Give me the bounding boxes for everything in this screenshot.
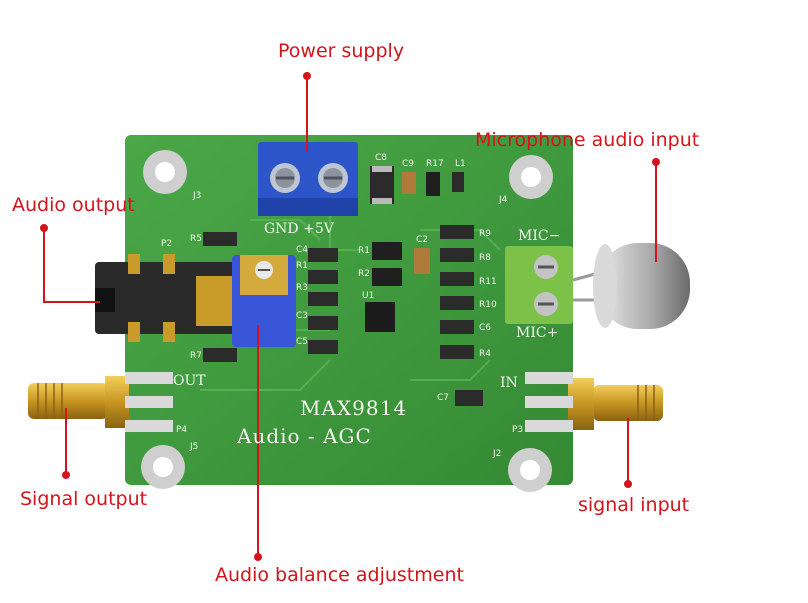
silk-r2: R2 <box>358 269 370 279</box>
max9814-ic <box>365 302 395 332</box>
silk-out: OUT <box>173 373 206 389</box>
silk-c3: C3 <box>296 311 309 321</box>
mounting-hole-j3 <box>143 150 187 194</box>
silk-j3: J3 <box>193 191 202 201</box>
silk-l1: L1 <box>455 159 466 169</box>
sma-connector-out <box>28 372 173 432</box>
silk-r4: R4 <box>479 349 491 359</box>
mounting-hole-j4 <box>509 155 553 199</box>
silk-j2: J2 <box>493 449 502 459</box>
callout-signal-input: signal input <box>578 494 690 516</box>
silk-p2: P2 <box>161 239 173 249</box>
microphone-capsule <box>572 243 690 329</box>
silk-c6: C6 <box>479 323 492 333</box>
silk-u1: U1 <box>362 291 375 301</box>
silk-c4: C4 <box>296 245 309 255</box>
silk-r1: R1 <box>296 261 308 271</box>
power-screw-terminal <box>258 142 358 216</box>
potentiometer <box>232 255 296 347</box>
silk-r5: R5 <box>190 234 202 244</box>
mounting-hole-j2 <box>508 448 552 492</box>
silk-in: IN <box>500 375 518 391</box>
silk-r10: R10 <box>479 300 497 310</box>
silk-r8: R8 <box>479 253 491 263</box>
silk-r3: R3 <box>296 283 308 293</box>
silk-r1b: R1 <box>358 246 370 256</box>
callout-microphone-audio-input: Microphone audio input <box>475 129 700 151</box>
silk-j5: J5 <box>190 442 199 452</box>
mic-screw-terminal <box>505 246 573 324</box>
callout-lines <box>43 72 657 560</box>
silk-chip-name: MAX9814 <box>300 396 408 420</box>
silk-c7: C7 <box>437 393 450 403</box>
silk-mic-plus: MIC+ <box>516 325 559 341</box>
silk-r7: R7 <box>190 351 202 361</box>
silk-c9: C9 <box>402 159 415 169</box>
silk-r9: R9 <box>479 229 491 239</box>
silk-j4: J4 <box>499 195 508 205</box>
silk-p4: P4 <box>176 425 188 435</box>
silk-r17: R17 <box>426 159 444 169</box>
silk-board-function: Audio - AGC <box>237 424 372 448</box>
silk-mic-minus: MIC− <box>518 228 561 244</box>
callout-power-supply: Power supply <box>278 40 405 62</box>
callout-audio-output: Audio output <box>12 194 135 216</box>
silk-c8: C8 <box>375 153 388 163</box>
silk-power-terminal: GND +5V <box>264 221 334 237</box>
callout-signal-output: Signal output <box>20 488 148 510</box>
audio-jack-p2 <box>95 254 235 342</box>
callout-audio-balance-adjustment: Audio balance adjustment <box>215 564 464 586</box>
callout-dots <box>40 72 660 561</box>
silk-r11: R11 <box>479 277 497 287</box>
silk-c5: C5 <box>296 337 309 347</box>
sma-connector-in <box>525 372 663 432</box>
silk-p3: P3 <box>512 425 524 435</box>
silk-c2: C2 <box>416 235 429 245</box>
smd-components <box>203 166 483 406</box>
mounting-hole-j5 <box>141 445 185 489</box>
